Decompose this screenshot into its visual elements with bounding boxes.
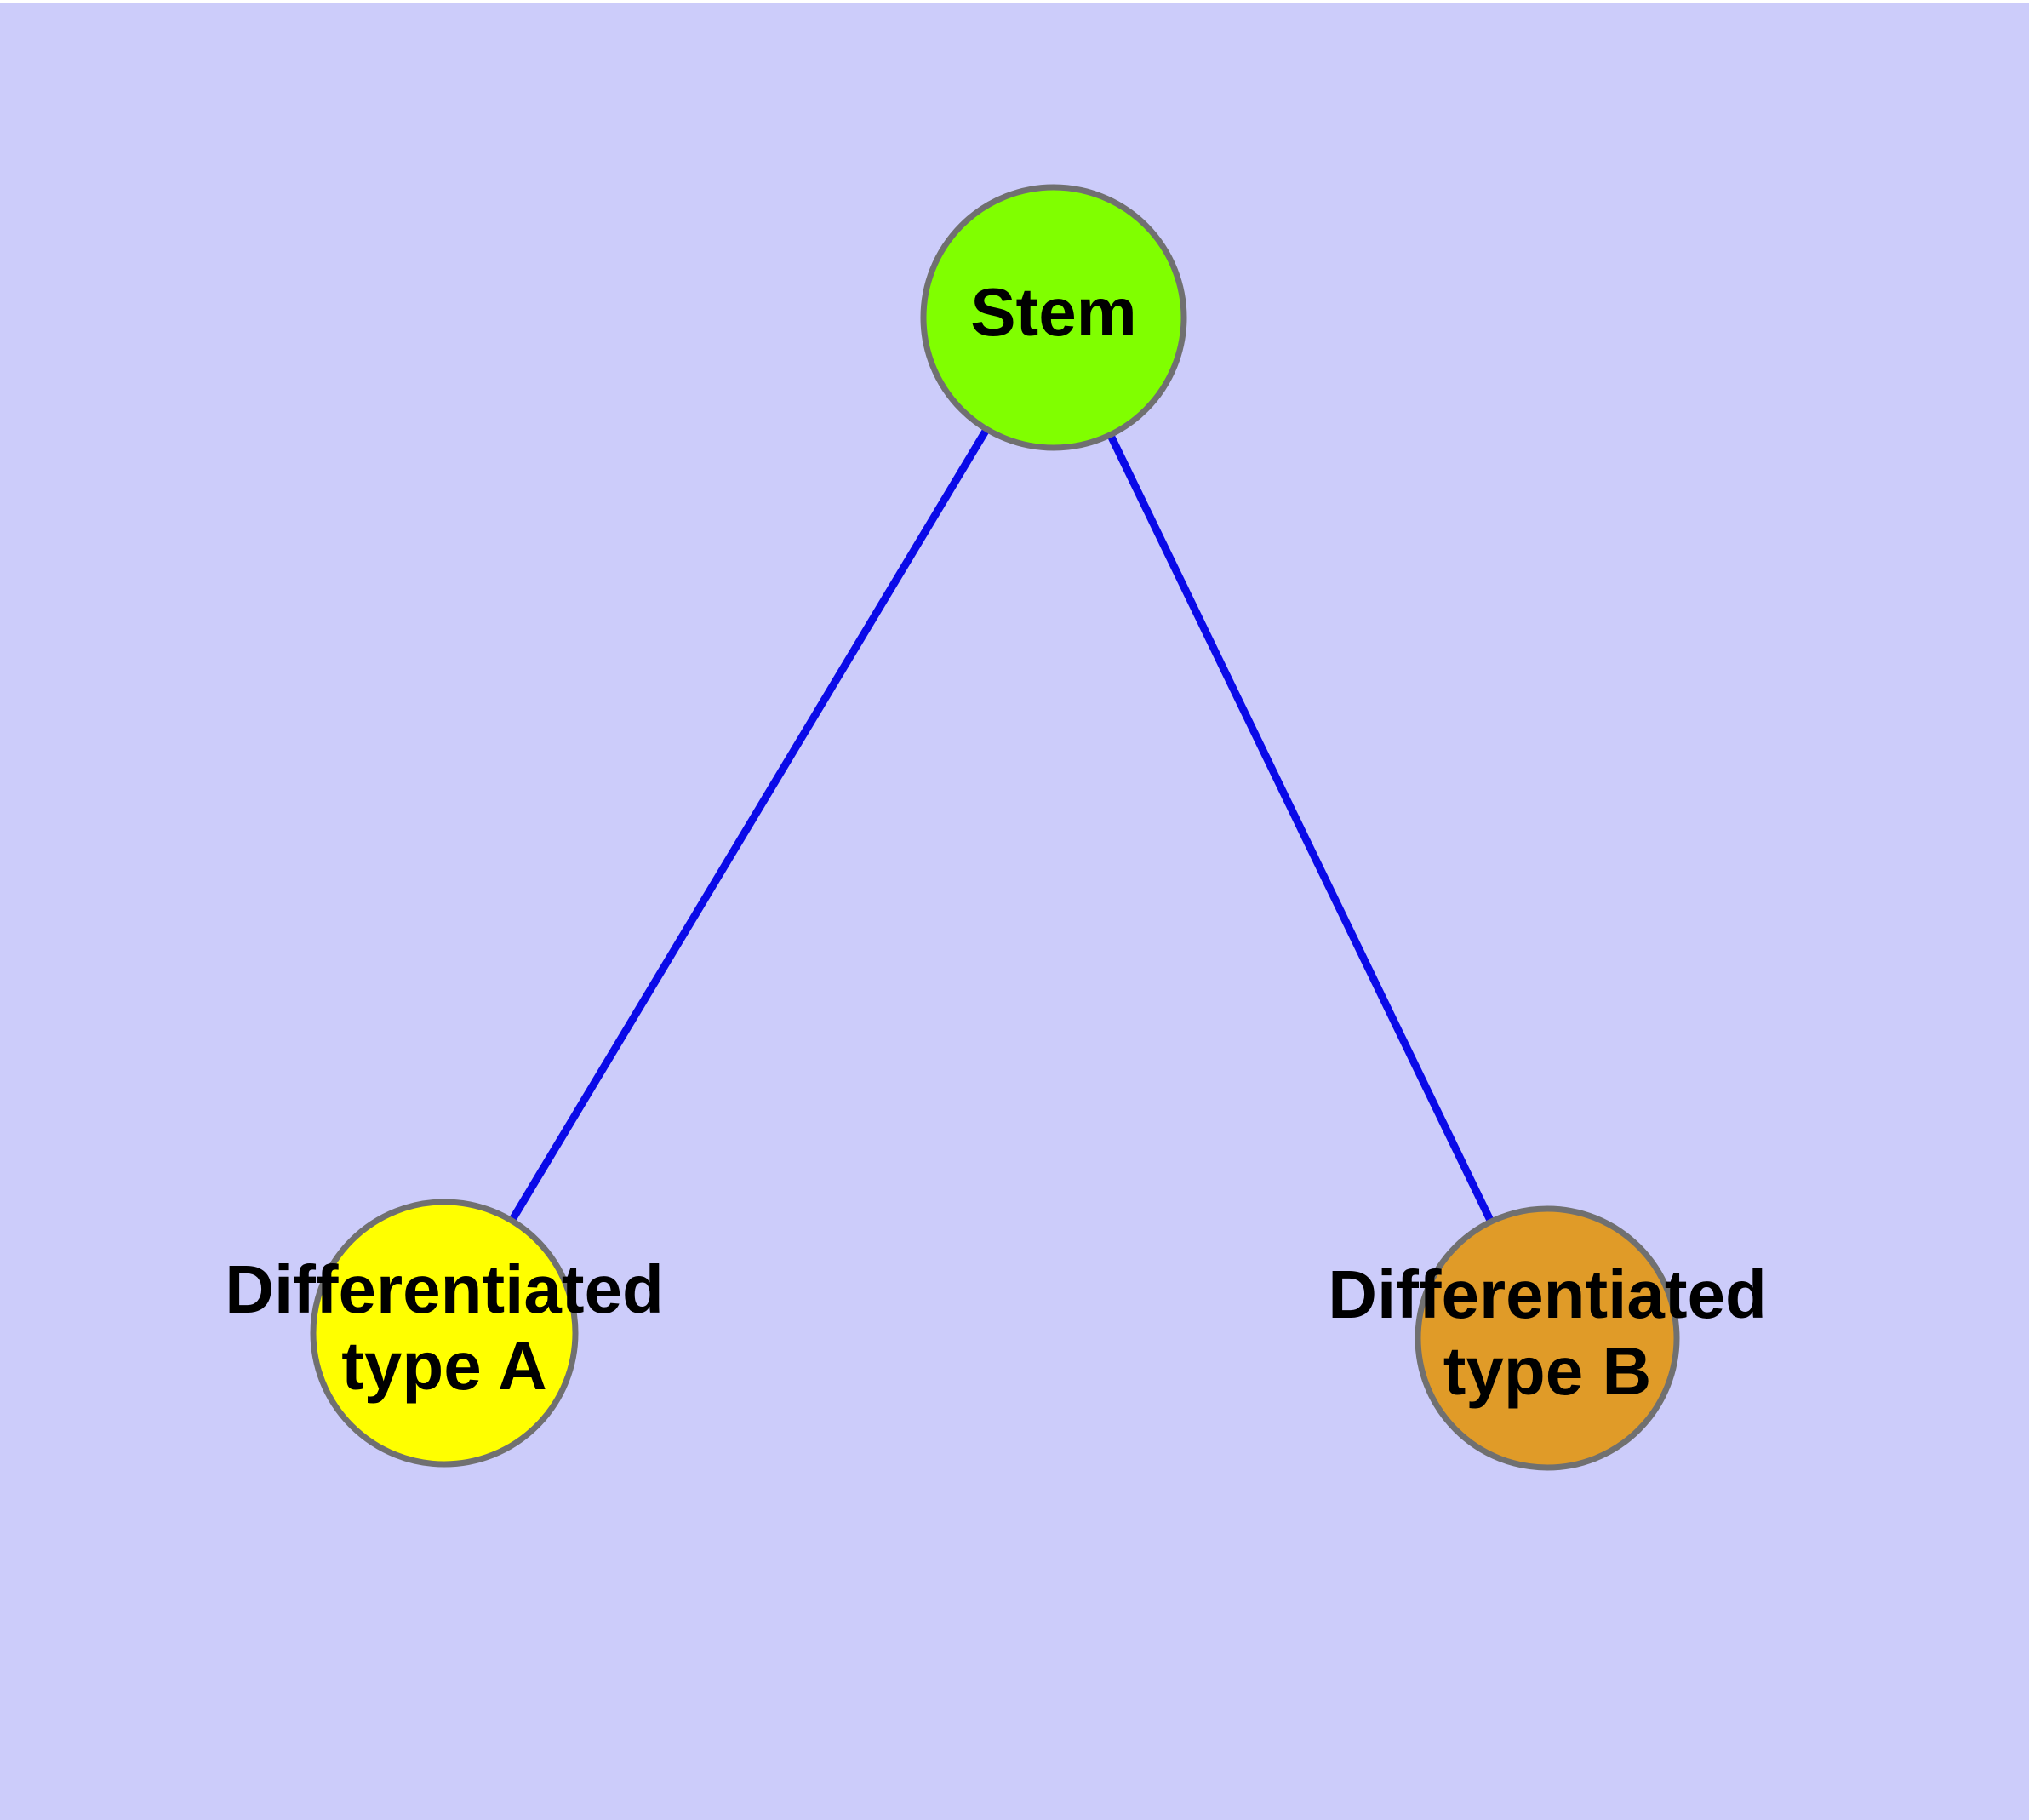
- node-stem-label: Stem: [970, 274, 1137, 350]
- node-diff-a[interactable]: [310, 1199, 579, 1468]
- node-diff-b[interactable]: [1415, 1205, 1680, 1471]
- node-stem[interactable]: [920, 184, 1187, 451]
- node-diff-b-circle[interactable]: [1415, 1205, 1680, 1471]
- node-stem-circle[interactable]: [920, 184, 1187, 451]
- node-layer: [310, 184, 1680, 1471]
- edge-stem-diff-b[interactable]: [1105, 430, 1496, 1227]
- edge-stem-diff-a[interactable]: [506, 424, 992, 1226]
- edge-layer: [506, 424, 1496, 1227]
- node-diff-a-circle[interactable]: [310, 1199, 579, 1468]
